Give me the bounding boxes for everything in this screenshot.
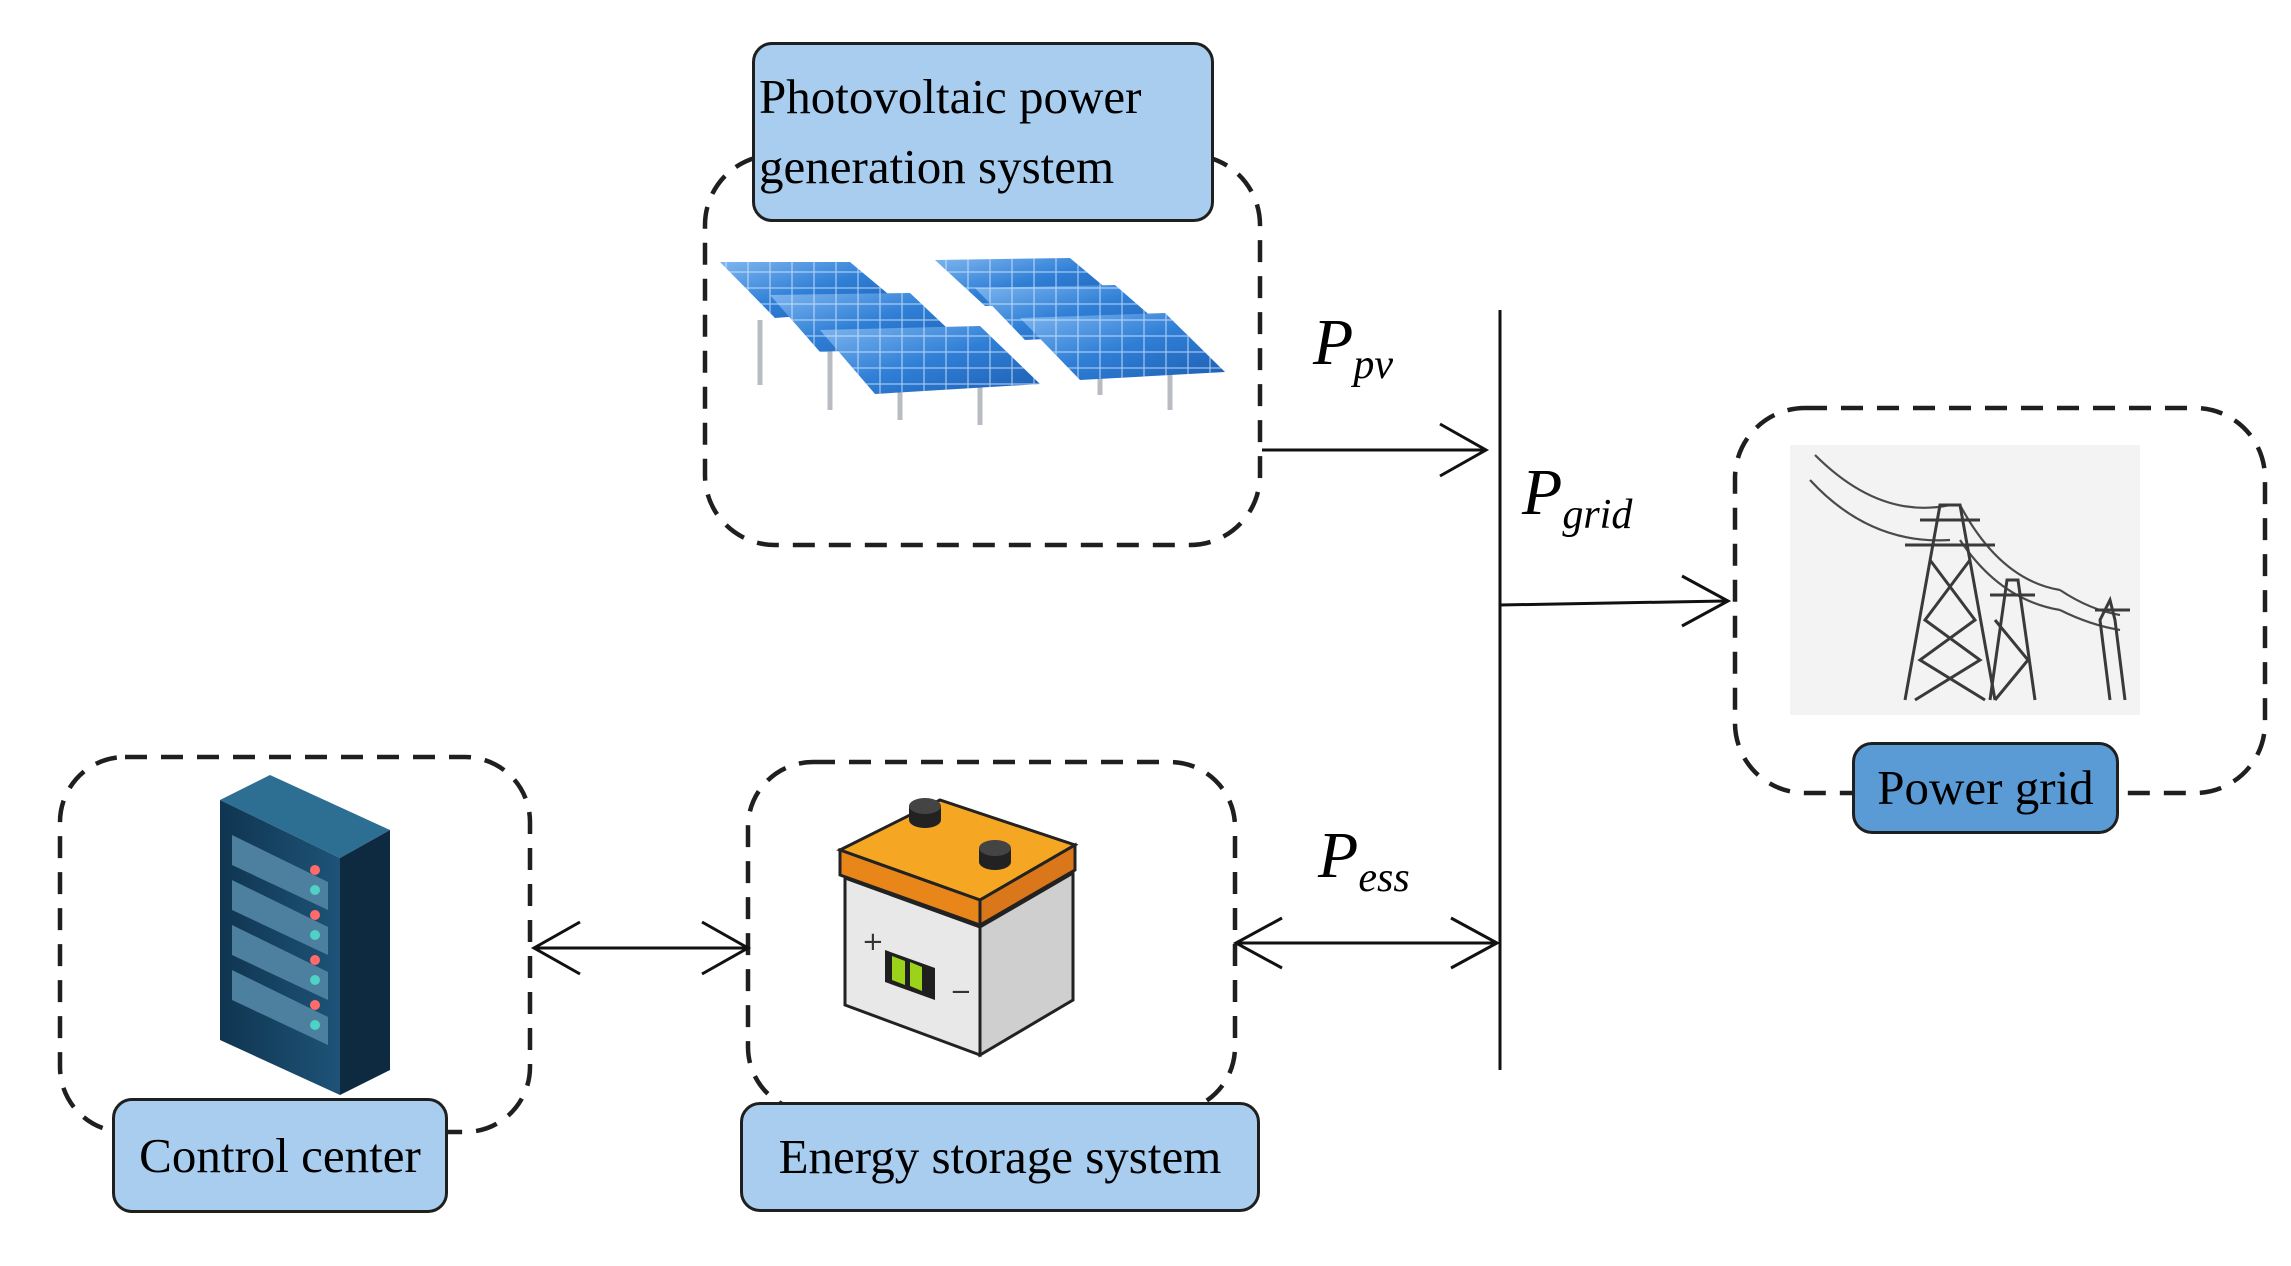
p-pv-label: Ppv: [1313, 306, 1393, 388]
pv-system-label: Photovoltaic power generation system: [752, 42, 1214, 222]
control-center-label: Control center: [112, 1098, 448, 1213]
pv-label-line2: generation system: [759, 139, 1115, 194]
pv-flow-arrow: [1262, 422, 1490, 478]
p-ess-label: Pess: [1318, 819, 1410, 901]
svg-text:+: +: [862, 927, 884, 957]
power-grid-label: Power grid: [1852, 742, 2119, 834]
control-ess-arrow: [530, 920, 752, 976]
pv-label-line1: Photovoltaic power: [759, 69, 1142, 125]
svg-text:−: −: [950, 977, 972, 1007]
server-rack-icon: [220, 775, 390, 1095]
ess-flow-arrow: [1232, 916, 1501, 970]
battery-icon: + −: [836, 798, 1079, 1058]
energy-storage-label: Energy storage system: [740, 1102, 1260, 1212]
transmission-towers-icon: [1790, 445, 2140, 715]
control-group-boundary: [57, 754, 533, 1135]
ess-group-boundary: [745, 759, 1238, 1115]
pv-group-boundary: [702, 152, 1263, 548]
grid-flow-arrow: [1499, 574, 1732, 628]
p-grid-label: Pgrid: [1522, 456, 1633, 538]
solar-panels-icon: [720, 258, 1225, 425]
